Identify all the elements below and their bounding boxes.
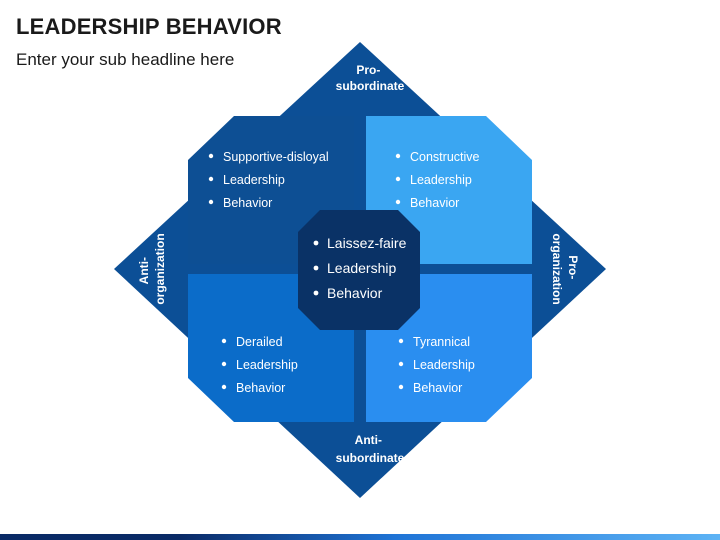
bullet	[208, 153, 214, 159]
list-item: Behavior	[327, 285, 383, 301]
axis-top-label: Pro- subordinate	[336, 63, 405, 93]
bullet	[313, 290, 319, 296]
list-item: Laissez-faire	[327, 235, 407, 251]
center-octagon	[298, 210, 420, 330]
bullet	[208, 199, 214, 205]
center-items: Laissez-faire Leadership Behavior	[313, 235, 407, 301]
footer-bar	[0, 534, 720, 540]
page-title: LEADERSHIP BEHAVIOR	[16, 14, 282, 39]
axis-left-label: Anti- organization	[137, 233, 167, 304]
axis-right-label: Pro- organization	[550, 233, 580, 304]
list-item: Behavior	[413, 381, 462, 395]
list-item: Constructive	[410, 150, 480, 164]
quadrant-bottom-right-items: Tyrannical Leadership Behavior	[398, 335, 475, 395]
quadrant-bottom-left-items: Derailed Leadership Behavior	[221, 335, 298, 395]
bullet	[398, 384, 404, 390]
bullet	[313, 265, 319, 271]
list-item: Behavior	[236, 381, 285, 395]
bullet	[221, 338, 227, 344]
bullet	[208, 176, 214, 182]
list-item: Leadership	[236, 358, 298, 372]
list-item: Leadership	[410, 173, 472, 187]
axis-bottom-label: Anti- subordinate	[336, 433, 405, 465]
quadrant-top-right-items: Constructive Leadership Behavior	[395, 150, 480, 210]
list-item: Derailed	[236, 335, 283, 349]
list-item: Leadership	[327, 260, 396, 276]
list-item: Behavior	[223, 196, 272, 210]
list-item: Leadership	[413, 358, 475, 372]
bullet	[313, 240, 319, 246]
page-subtitle: Enter your sub headline here	[16, 50, 235, 69]
bullet	[221, 361, 227, 367]
list-item: Supportive-disloyal	[223, 150, 329, 164]
bullet	[395, 153, 401, 159]
bullet	[398, 361, 404, 367]
list-item: Behavior	[410, 196, 459, 210]
bullet	[395, 199, 401, 205]
bullet	[221, 384, 227, 390]
bullet	[398, 338, 404, 344]
quadrant-top-left-items: Supportive-disloyal Leadership Behavior	[208, 150, 329, 210]
bullet	[395, 176, 401, 182]
list-item: Tyrannical	[413, 335, 470, 349]
list-item: Leadership	[223, 173, 285, 187]
